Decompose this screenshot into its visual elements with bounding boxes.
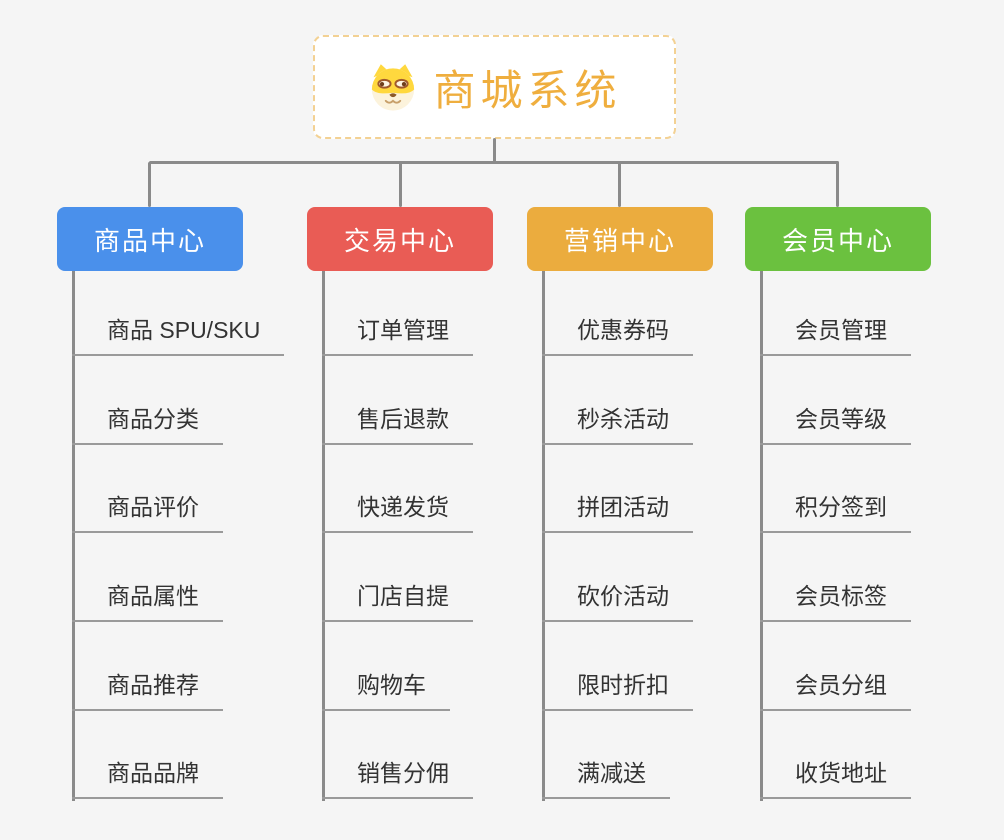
leaf-node[interactable]: 收货地址 bbox=[760, 757, 911, 799]
branch-node-member-center[interactable]: 会员中心 bbox=[745, 207, 931, 271]
root-node-label: 商城系统 bbox=[433, 66, 622, 114]
branch-column-product-center: 商品中心 商品 SPU/SKU 商品分类 商品评价 商品属性 商品推荐 商品品牌 bbox=[57, 207, 307, 807]
branch-node-label: 会员中心 bbox=[781, 225, 894, 256]
leaf-node[interactable]: 购物车 bbox=[322, 669, 450, 711]
branch-column-member-center: 会员中心 会员管理 会员等级 积分签到 会员标签 会员分组 收货地址 bbox=[745, 207, 995, 807]
dog-face-icon bbox=[372, 64, 415, 111]
branch-trunk-line bbox=[72, 271, 75, 801]
leaf-node[interactable]: 商品推荐 bbox=[72, 669, 223, 711]
branch-node-marketing-center[interactable]: 营销中心 bbox=[527, 207, 713, 271]
leaf-node[interactable]: 门店自提 bbox=[322, 580, 473, 622]
branch-node-label: 营销中心 bbox=[563, 225, 676, 256]
leaf-node[interactable]: 商品分类 bbox=[72, 403, 223, 445]
leaf-node[interactable]: 售后退款 bbox=[322, 403, 473, 445]
branch-column-marketing-center: 营销中心 优惠券码 秒杀活动 拼团活动 砍价活动 限时折扣 满减送 bbox=[527, 207, 777, 807]
leaf-node[interactable]: 销售分佣 bbox=[322, 757, 473, 799]
leaf-node[interactable]: 订单管理 bbox=[322, 314, 473, 356]
leaf-node[interactable]: 会员管理 bbox=[760, 314, 911, 356]
leaf-node[interactable]: 商品品牌 bbox=[72, 757, 223, 799]
leaf-node[interactable]: 砍价活动 bbox=[542, 580, 693, 622]
branch-trunk-line bbox=[760, 271, 763, 801]
leaf-node[interactable]: 会员等级 bbox=[760, 403, 911, 445]
connector-bus bbox=[149, 161, 839, 164]
leaf-node[interactable]: 满减送 bbox=[542, 757, 670, 799]
connector-drop-members bbox=[836, 162, 839, 207]
connector-drop-products bbox=[148, 162, 151, 207]
branch-node-product-center[interactable]: 商品中心 bbox=[57, 207, 243, 271]
root-node-mall-system[interactable]: 商城系统 bbox=[313, 35, 676, 139]
branch-trunk-line bbox=[542, 271, 545, 801]
connector-root-drop bbox=[493, 138, 496, 164]
leaf-node[interactable]: 商品评价 bbox=[72, 491, 223, 533]
leaf-node[interactable]: 秒杀活动 bbox=[542, 403, 693, 445]
leaf-node[interactable]: 积分签到 bbox=[760, 491, 911, 533]
leaf-node[interactable]: 快递发货 bbox=[322, 491, 473, 533]
branch-node-label: 交易中心 bbox=[343, 225, 456, 256]
leaf-node[interactable]: 会员分组 bbox=[760, 669, 911, 711]
leaf-node[interactable]: 限时折扣 bbox=[542, 669, 693, 711]
connector-drop-trade bbox=[399, 162, 402, 207]
branch-column-trade-center: 交易中心 订单管理 售后退款 快递发货 门店自提 购物车 销售分佣 bbox=[307, 207, 557, 807]
leaf-node[interactable]: 会员标签 bbox=[760, 580, 911, 622]
branch-node-label: 商品中心 bbox=[93, 225, 206, 256]
branch-node-trade-center[interactable]: 交易中心 bbox=[307, 207, 493, 271]
connector-drop-marketing bbox=[618, 162, 621, 207]
leaf-node[interactable]: 商品属性 bbox=[72, 580, 223, 622]
leaf-node[interactable]: 商品 SPU/SKU bbox=[72, 314, 285, 356]
branch-trunk-line bbox=[322, 271, 325, 801]
leaf-node[interactable]: 优惠券码 bbox=[542, 314, 693, 356]
leaf-node[interactable]: 拼团活动 bbox=[542, 491, 693, 533]
